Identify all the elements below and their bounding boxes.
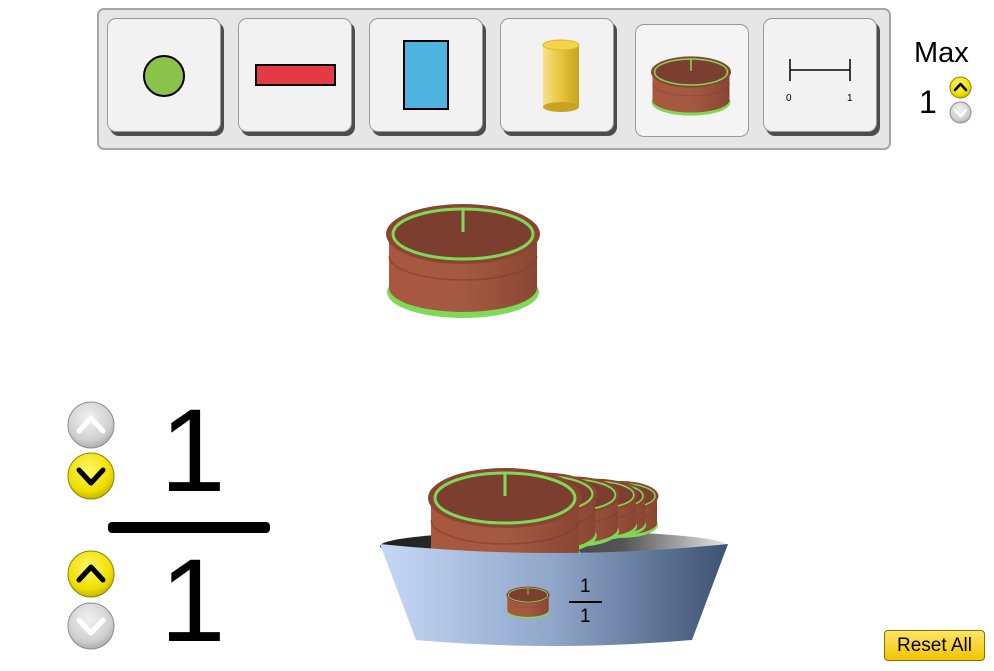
bucket-fraction-bar bbox=[569, 601, 602, 603]
number-line-icon: 0 1 bbox=[786, 59, 853, 104]
bucket-cake-icon bbox=[506, 586, 550, 619]
max-value: 1 bbox=[919, 84, 937, 120]
chevron-up-icon bbox=[76, 415, 106, 434]
circle-representation-button[interactable] bbox=[107, 18, 221, 132]
horizontal-bar-representation-button[interactable] bbox=[238, 18, 352, 132]
chevron-down-icon bbox=[76, 617, 106, 636]
bucket-fraction-numerator: 1 bbox=[580, 576, 591, 597]
horizontal-bar-icon bbox=[255, 64, 336, 86]
number-line-end-label: 1 bbox=[847, 93, 853, 104]
numerator-decrease-button[interactable] bbox=[67, 452, 115, 500]
cake-bucket[interactable] bbox=[376, 462, 732, 654]
max-increase-button[interactable] bbox=[949, 76, 972, 99]
water-glass-representation-button[interactable] bbox=[500, 18, 614, 132]
bucket-fraction-denominator: 1 bbox=[580, 606, 591, 627]
max-decrease-button[interactable] bbox=[949, 101, 972, 124]
denominator-decrease-button[interactable] bbox=[67, 602, 115, 650]
representation-toolbar: 0 1 bbox=[97, 8, 891, 150]
fraction-numerator: 1 bbox=[160, 385, 226, 517]
vertical-bar-icon bbox=[403, 40, 449, 110]
number-line-start-label: 0 bbox=[786, 93, 792, 104]
chevron-up-icon bbox=[953, 82, 968, 92]
cake-icon bbox=[650, 55, 732, 117]
cake-representation-button[interactable] bbox=[635, 24, 749, 137]
vertical-bar-representation-button[interactable] bbox=[369, 18, 483, 132]
circle-icon bbox=[143, 55, 185, 97]
chevron-up-icon bbox=[76, 564, 106, 583]
fraction-denominator: 1 bbox=[160, 535, 226, 667]
chevron-down-icon bbox=[953, 108, 968, 118]
cake-piece[interactable] bbox=[380, 198, 546, 328]
reset-all-button[interactable]: Reset All bbox=[884, 630, 985, 661]
numerator-increase-button[interactable] bbox=[67, 401, 115, 449]
denominator-increase-button[interactable] bbox=[67, 550, 115, 598]
max-label: Max bbox=[914, 37, 969, 69]
chevron-down-icon bbox=[76, 467, 106, 486]
fraction-bar bbox=[108, 522, 270, 533]
water-glass-icon bbox=[542, 39, 580, 112]
number-line-representation-button[interactable]: 0 1 bbox=[763, 18, 877, 132]
